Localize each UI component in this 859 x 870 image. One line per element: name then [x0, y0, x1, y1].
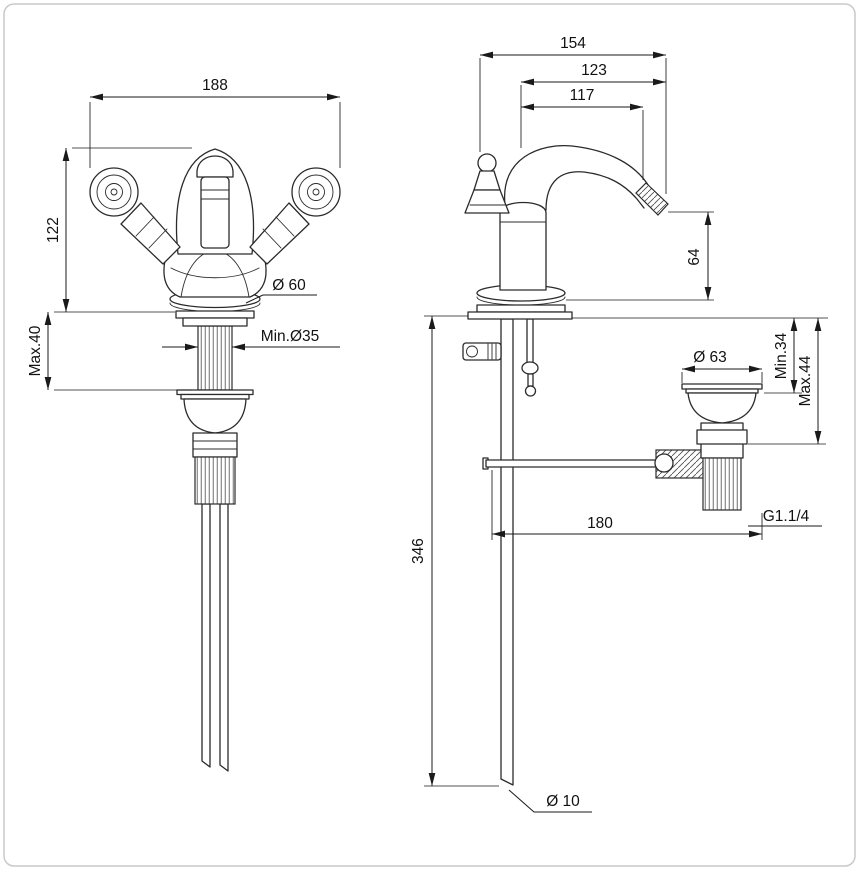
side-deck-max-label: Max.44	[797, 355, 814, 406]
front-deck-max-dimension: Max.40	[27, 312, 192, 391]
side-spout-height-label: 64	[686, 248, 703, 266]
front-left-handle	[89, 167, 181, 265]
side-deck-min-label: Min.34	[773, 332, 790, 379]
front-base-diameter-dimension: Ø 60	[245, 277, 317, 304]
front-view: 188 122 Max.40 Ø 60 Min.Ø35	[27, 77, 341, 772]
side-body	[499, 201, 547, 291]
front-base-diameter-label: Ø 60	[272, 277, 306, 294]
front-width-dimension: 188	[89, 77, 341, 168]
side-thread-callout: G1.1/4	[748, 508, 822, 527]
side-thread-label: G1.1/4	[763, 508, 810, 525]
side-depth-total-label: 154	[560, 35, 586, 52]
front-height-label: 122	[45, 217, 62, 243]
front-supply-tubes	[201, 503, 229, 772]
front-spout	[175, 148, 255, 255]
side-hose-fitting	[462, 342, 502, 361]
side-deck-thickness-dimensions: Min.34 Max.44	[572, 317, 828, 445]
side-view: 154 123 117 64 Ø 63	[410, 35, 828, 813]
front-right-handle	[249, 167, 341, 265]
side-spout	[504, 144, 669, 216]
side-waste-offset-label: 180	[587, 515, 613, 532]
front-mounting-shank	[197, 325, 233, 391]
side-spout-height-dimension: 64	[566, 211, 714, 301]
side-reach-dimension: 117	[521, 87, 644, 180]
side-drop-label: 346	[410, 538, 427, 564]
front-hole-diameter-dimension: Min.Ø35	[162, 328, 340, 351]
side-handle	[464, 153, 510, 214]
side-linkage-bar	[482, 449, 705, 479]
side-supply-pipe	[500, 318, 514, 786]
front-height-dimension: 122	[45, 147, 192, 313]
side-pipe-diameter-label: Ø 10	[546, 793, 580, 810]
side-waste-diameter-dimension: Ø 63	[681, 349, 763, 383]
side-drop-dimension: 346	[410, 315, 499, 787]
side-popup-waste	[681, 383, 763, 511]
side-pipe-diameter-dimension: Ø 10	[508, 789, 592, 813]
side-popup-rod	[521, 318, 539, 397]
front-width-label: 188	[202, 77, 228, 94]
front-body	[163, 241, 267, 298]
side-reach-label: 117	[570, 87, 595, 104]
side-depth-total-dimension: 154	[479, 35, 667, 194]
front-popup-waste	[176, 389, 254, 505]
front-deck-max-label: Max.40	[27, 325, 44, 376]
side-depth-mid-label: 123	[581, 62, 607, 79]
side-waste-diameter-label: Ø 63	[693, 349, 727, 366]
side-base	[467, 284, 573, 320]
side-waste-offset-dimension: 180	[491, 470, 763, 540]
front-hole-diameter-label: Min.Ø35	[261, 328, 320, 345]
side-depth-mid-dimension: 123	[520, 62, 666, 148]
page-border	[3, 3, 856, 867]
